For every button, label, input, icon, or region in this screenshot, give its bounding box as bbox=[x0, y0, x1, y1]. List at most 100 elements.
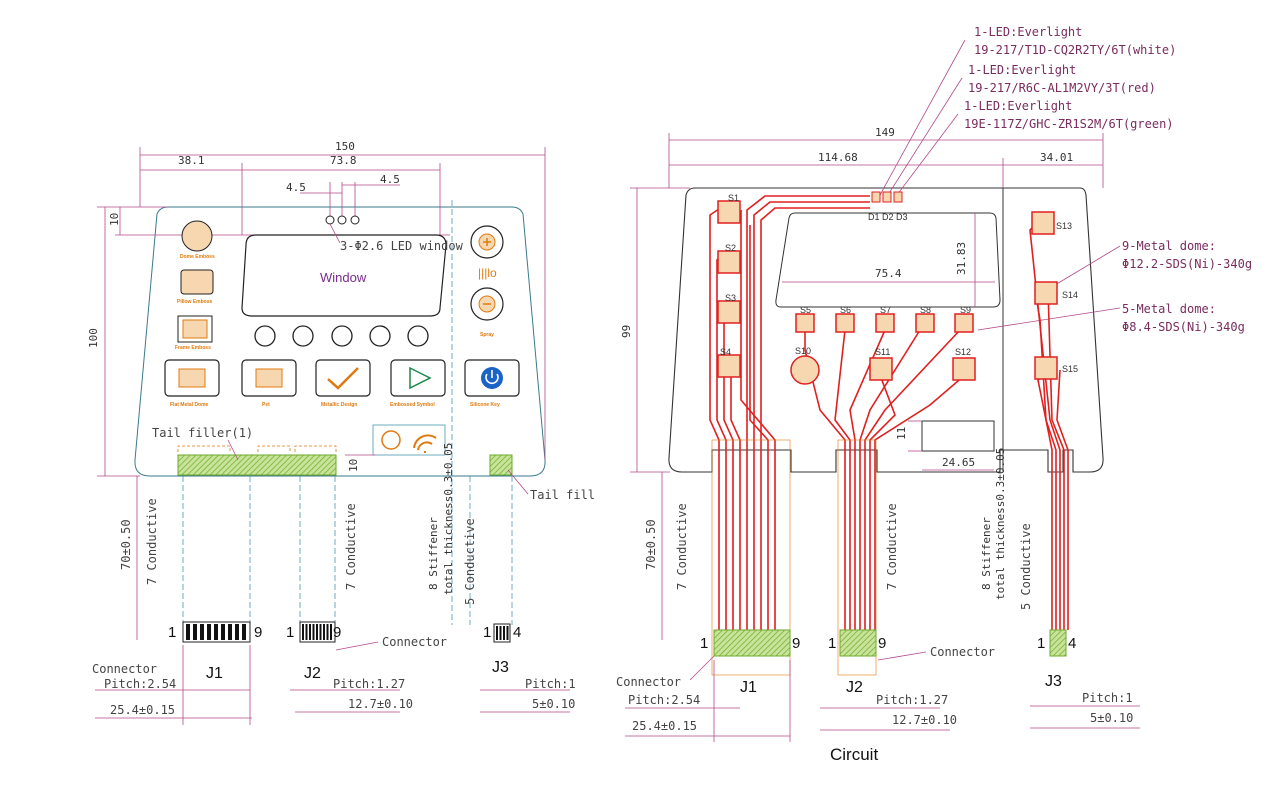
round-key-1 bbox=[254, 325, 276, 347]
j1-pin-start-right: 1 bbox=[700, 635, 708, 652]
led-note-3: 1-LED:Everlight bbox=[968, 63, 1076, 77]
switch-label-s5: S5 bbox=[800, 305, 811, 315]
dim-11: 11 bbox=[895, 427, 908, 440]
stiffener-right-2: total thickness0.3±0.05 bbox=[994, 448, 1007, 600]
j2-pin-start-right: 1 bbox=[828, 635, 836, 652]
led-note-1: 1-LED:Everlight bbox=[974, 25, 1082, 39]
led-window-note: 3-Φ2.6 LED window bbox=[340, 239, 464, 253]
switch-label-s9: S9 bbox=[960, 305, 971, 315]
j1-pitch-left: Pitch:2.54 bbox=[104, 677, 176, 691]
connector-label-left-2: Connector bbox=[92, 662, 157, 676]
switch-s6 bbox=[835, 313, 855, 333]
j3-width-left: 5±0.10 bbox=[532, 697, 575, 711]
switch-s15 bbox=[1034, 356, 1058, 380]
switch-label-s7: S7 bbox=[880, 305, 891, 315]
dim-31: 31.83 bbox=[955, 242, 968, 275]
j1-conductive-left: 7 Conductive bbox=[145, 498, 159, 585]
connector-label-left: Connector bbox=[382, 635, 447, 649]
pillow-emboss-key bbox=[180, 269, 214, 295]
connector-label-right: Connector bbox=[616, 675, 681, 689]
dim-114: 114.68 bbox=[818, 151, 858, 164]
switch-s14 bbox=[1034, 281, 1058, 305]
embossed-symbol-label: Embossed Symbol bbox=[390, 402, 435, 408]
tail-fill-hatch bbox=[489, 454, 513, 476]
led-window-3 bbox=[350, 215, 360, 225]
j3-pitch-right: Pitch:1 bbox=[1082, 691, 1133, 705]
dim-10-bottom: 10 bbox=[347, 459, 360, 472]
j3-pin-end-right: 4 bbox=[1068, 635, 1076, 652]
check-icon bbox=[327, 367, 359, 390]
circuit-caption: Circuit bbox=[830, 745, 878, 764]
j2-conductive-right: 7 Conductive bbox=[885, 503, 899, 590]
led-note-2: 19-217/T1D-CQ2R2TY/6T(white) bbox=[974, 43, 1176, 57]
metallic-design-key bbox=[315, 359, 371, 397]
round-key-5 bbox=[407, 325, 429, 347]
window-label: Window bbox=[320, 270, 367, 285]
led-d3 bbox=[893, 191, 903, 203]
j1-label-right: J1 bbox=[740, 679, 757, 696]
led-d2 bbox=[882, 191, 892, 203]
circuit-drawing: 149 114.68 34.01 99 75.4 31.83 11 24.65 … bbox=[616, 25, 1252, 764]
j1-width-right: 25.4±0.15 bbox=[632, 719, 697, 733]
round-key-2 bbox=[292, 325, 314, 347]
circuit-small-window bbox=[921, 420, 995, 452]
dome5-note-2: Φ8.4-SDS(Ni)-340g bbox=[1122, 320, 1245, 334]
tail-length-right: 70±0.50 bbox=[644, 519, 658, 570]
j1-pin-end-left: 9 bbox=[254, 624, 262, 641]
round-key-4 bbox=[369, 325, 391, 347]
dim-75: 75.4 bbox=[875, 267, 902, 280]
temperature-icon bbox=[381, 430, 401, 450]
j1-label-left: J1 bbox=[206, 665, 223, 682]
j2-label-right: J2 bbox=[846, 679, 863, 696]
j3-pin-end-left: 4 bbox=[513, 624, 521, 641]
j3-conductive-right: 5 Conductive bbox=[1019, 523, 1033, 610]
switch-label-s11: S11 bbox=[875, 347, 890, 357]
switch-s11 bbox=[869, 357, 893, 381]
j3-label-right: J3 bbox=[1045, 673, 1062, 690]
j3-pads bbox=[1049, 629, 1067, 657]
switch-label-s4: S4 bbox=[720, 347, 731, 357]
led-window-1 bbox=[325, 215, 335, 225]
led-window-2 bbox=[337, 215, 347, 225]
j2-pin-start-left: 1 bbox=[286, 624, 294, 641]
metallic-design-label: Metallic Design bbox=[321, 402, 357, 408]
switch-label-s10: S10 bbox=[795, 346, 811, 356]
j1-pin-end-right: 9 bbox=[792, 635, 800, 652]
switch-s1 bbox=[717, 200, 741, 224]
j3-width-right: 5±0.10 bbox=[1090, 711, 1133, 725]
dim-4-5-a: 4.5 bbox=[286, 181, 306, 194]
j2-pin-end-right: 9 bbox=[878, 635, 886, 652]
j1-pads bbox=[713, 629, 791, 657]
switch-s10 bbox=[790, 355, 820, 385]
led-note-4: 19-217/R6C-AL1M2VY/3T(red) bbox=[968, 81, 1156, 95]
icon-box bbox=[372, 424, 446, 456]
circuit-window bbox=[775, 212, 1001, 308]
led-ids: D1 D2 D3 bbox=[868, 212, 908, 222]
spray-label: Spray bbox=[480, 332, 494, 338]
switch-s12 bbox=[952, 357, 976, 381]
stiffener-left-2: total thickness0.3±0.05 bbox=[442, 443, 455, 595]
dome9-note-1: 9-Metal dome: bbox=[1122, 239, 1216, 253]
switch-label-s15: S15 bbox=[1062, 364, 1078, 374]
dim-149: 149 bbox=[875, 126, 895, 139]
round-key-3 bbox=[331, 325, 353, 347]
frame-emboss-inner bbox=[182, 319, 208, 339]
dome-emboss-label: Dome Emboss bbox=[180, 254, 215, 260]
led-note-5: 1-LED:Everlight bbox=[964, 99, 1072, 113]
switch-label-s3: S3 bbox=[725, 293, 736, 303]
j2-pitch-left: Pitch:1.27 bbox=[333, 677, 405, 691]
pet-label: Pet bbox=[262, 402, 270, 408]
silicone-key-label: Silicone Key bbox=[470, 402, 500, 408]
switch-s5 bbox=[795, 313, 815, 333]
switch-s3 bbox=[717, 300, 741, 324]
dome9-note-2: Φ12.2-SDS(Ni)-340g bbox=[1122, 257, 1252, 271]
j1-tail-outline bbox=[711, 439, 791, 676]
flat-metal-dome-label: Flat Metal Dome bbox=[170, 402, 209, 408]
j1-pin-start-left: 1 bbox=[168, 624, 176, 641]
dim-4-5-b: 4.5 bbox=[380, 173, 400, 186]
j2-tail-outline bbox=[837, 439, 877, 676]
dome-emboss-key bbox=[181, 220, 213, 252]
tail-filler-label: Tail filler(1) bbox=[152, 426, 253, 440]
play-icon bbox=[409, 366, 432, 390]
switch-s2 bbox=[717, 250, 741, 274]
